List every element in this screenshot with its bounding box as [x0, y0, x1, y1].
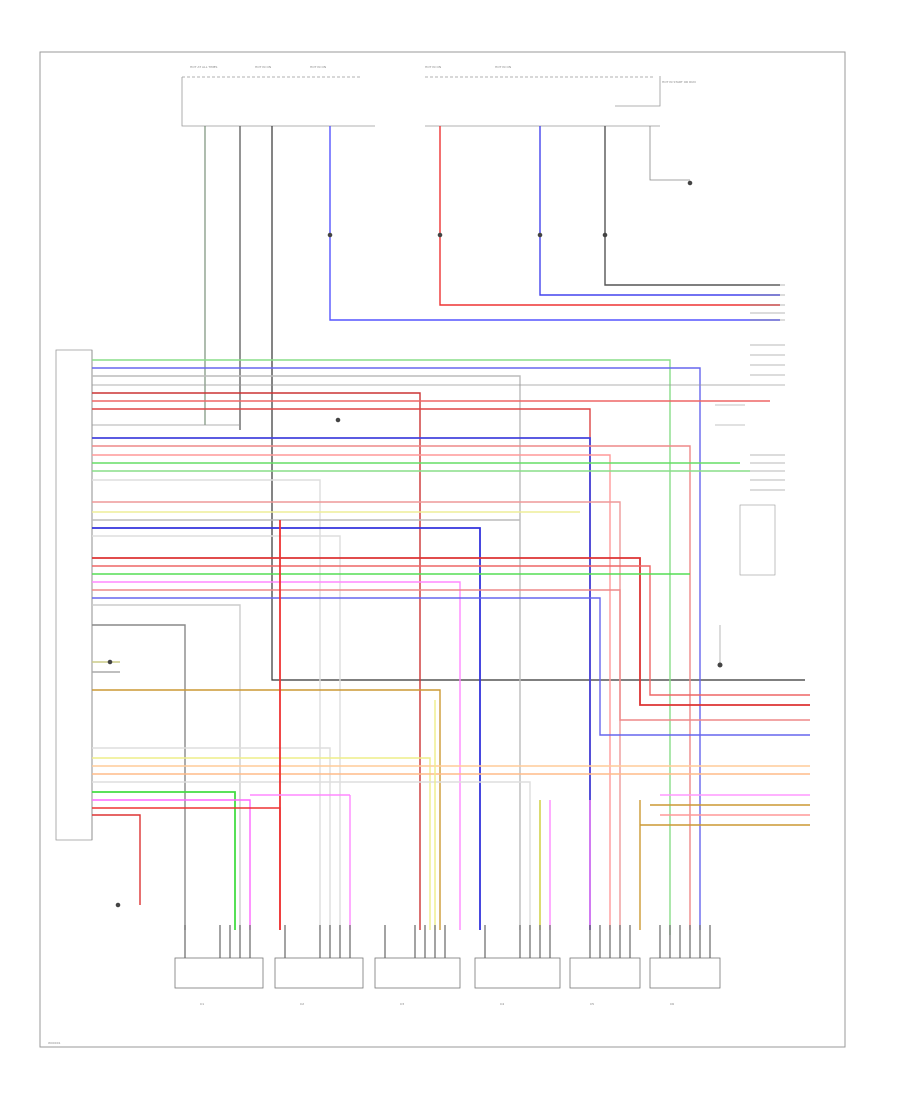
bottom-connector-pins — [184, 925, 711, 958]
connector-labels: C1 C2 C3 C4 C5 C6 — [200, 1002, 674, 1006]
supply-label-6: HOT IN START OR RUN — [662, 80, 696, 84]
left-control-module — [55, 349, 93, 841]
diagram-frame — [39, 51, 846, 1048]
connector-c2 — [274, 957, 364, 989]
connector-c3 — [374, 957, 461, 989]
supply-label-3: HOT IN ON — [310, 65, 326, 69]
connector-label-2: C2 — [300, 1002, 304, 1006]
ground-symbols — [107, 180, 723, 908]
connector-c6 — [649, 957, 721, 989]
connector-label-6: C6 — [670, 1002, 674, 1006]
page-code: W00001 — [48, 1041, 61, 1045]
connector-c5 — [569, 957, 641, 989]
top-fuse-block: HOT AT ALL TIMES HOT IN ON HOT IN ON HOT… — [181, 65, 696, 127]
supply-label-5: HOT IN ON — [495, 65, 511, 69]
wires — [92, 126, 810, 935]
supply-label-1: HOT AT ALL TIMES — [190, 65, 218, 69]
connector-label-3: C3 — [400, 1002, 404, 1006]
connector-label-1: C1 — [200, 1002, 204, 1006]
connector-label-5: C5 — [590, 1002, 594, 1006]
connector-label-4: C4 — [500, 1002, 504, 1006]
supply-label-4: HOT IN ON — [425, 65, 441, 69]
connector-c1 — [174, 957, 264, 989]
supply-label-2: HOT IN ON — [255, 65, 271, 69]
bottom-connectors — [174, 957, 721, 989]
connector-c4 — [474, 957, 561, 989]
right-terminal-ticks — [750, 284, 785, 491]
right-side-components — [715, 404, 776, 665]
